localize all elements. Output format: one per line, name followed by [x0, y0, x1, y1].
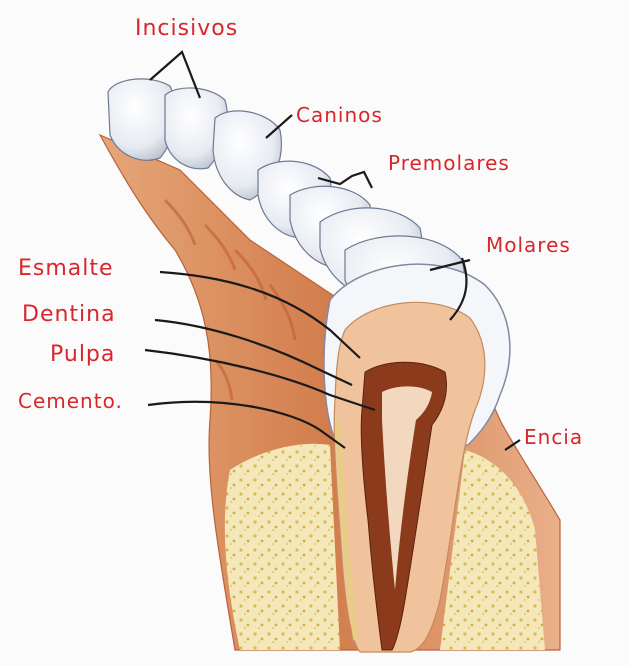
label-caninos: Caninos [296, 103, 383, 127]
label-esmalte: Esmalte [18, 256, 114, 281]
label-premolares: Premolares [388, 151, 510, 175]
label-dentina: Dentina [22, 302, 116, 327]
label-cemento: Cemento. [18, 389, 123, 413]
label-pulpa: Pulpa [50, 342, 115, 367]
label-encia: Encia [524, 425, 583, 449]
alveolar-bone [225, 444, 340, 650]
label-molares: Molares [486, 233, 571, 257]
label-incisivos: Incisivos [135, 16, 238, 41]
